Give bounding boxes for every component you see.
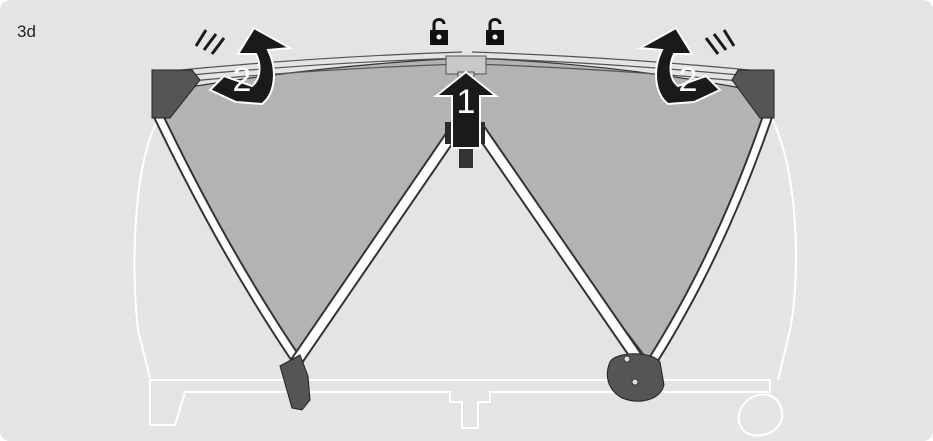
frame-tubes xyxy=(153,112,774,369)
arrow-up-1: 1 xyxy=(433,70,499,149)
step-label: 3d xyxy=(17,22,36,41)
unlock-icon xyxy=(486,18,504,45)
frame-outline xyxy=(133,114,797,437)
arrow-curve-right-2-label: 2 xyxy=(679,61,698,99)
right-fabric-panel xyxy=(471,57,763,362)
right-wheel xyxy=(606,353,665,402)
arrow-curve-left-2-label: 2 xyxy=(233,61,252,99)
arrow-curve-left-2: 2 xyxy=(194,26,294,106)
arrow-up-1-label: 1 xyxy=(457,83,476,121)
left-corner-cap xyxy=(151,69,201,119)
unlock-icon xyxy=(430,18,448,45)
right-corner-cap xyxy=(731,69,775,119)
arrow-curve-right-2: 2 xyxy=(636,26,736,106)
left-foot xyxy=(279,354,311,411)
